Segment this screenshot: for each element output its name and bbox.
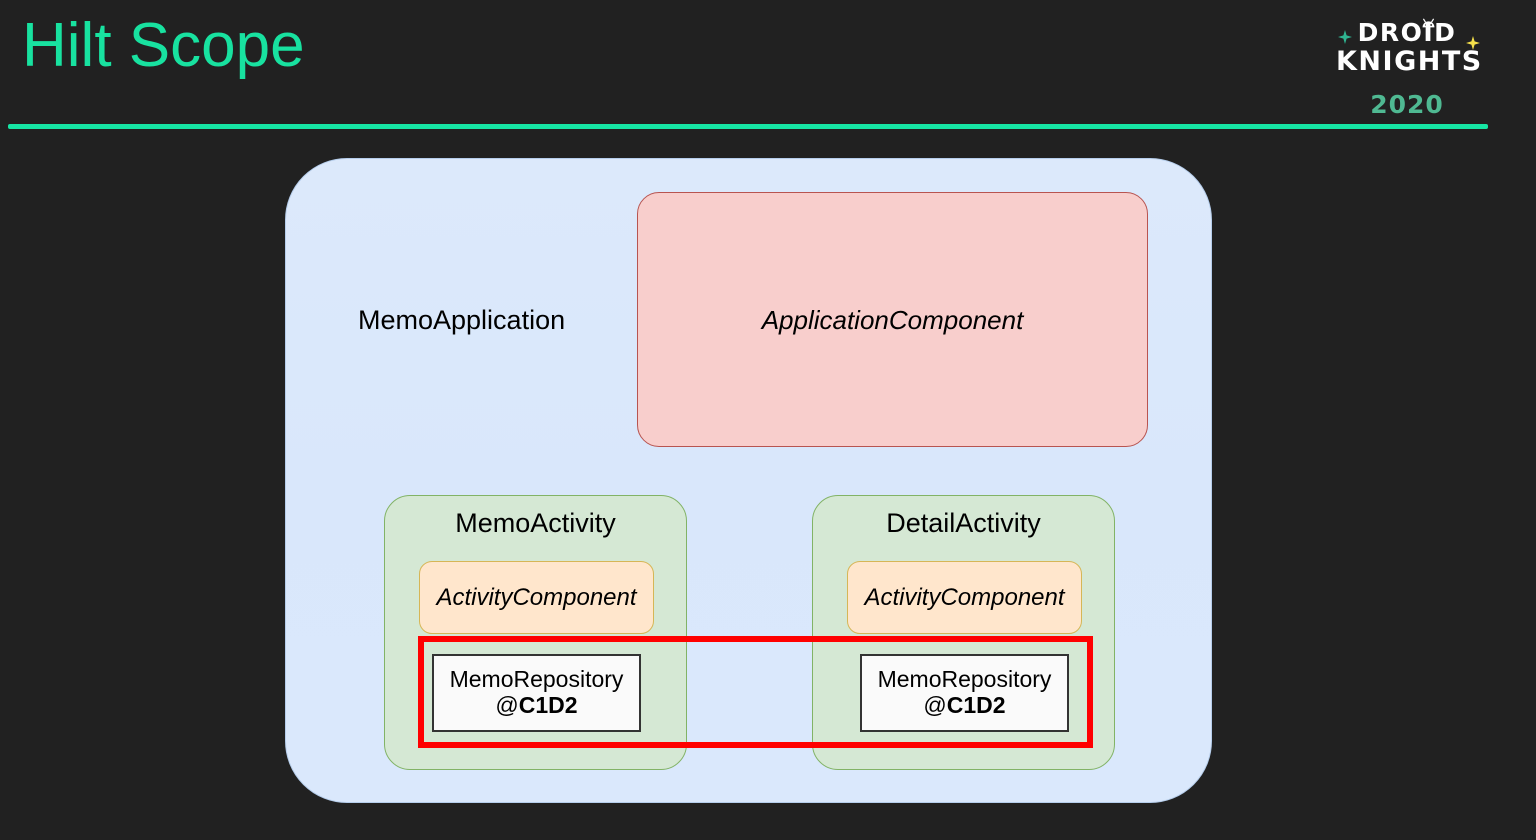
memo-repository-name-detail: MemoRepository: [877, 666, 1052, 693]
logo-text-droid: DROID: [1357, 18, 1457, 47]
android-head-icon: [1420, 18, 1437, 35]
scope-prefix-memo: @: [495, 692, 519, 718]
activity-component-box-detail: ActivityComponent: [847, 561, 1082, 634]
activity-component-label-detail: ActivityComponent: [864, 583, 1065, 611]
detail-activity-title: DetailActivity: [886, 508, 1041, 538]
page-title: Hilt Scope: [22, 11, 305, 80]
droid-knights-logo: DROID KNIGHTS 2020: [1322, 14, 1492, 119]
sparkle-icon-left: [1338, 30, 1352, 44]
scope-value-memo: C1D2: [518, 692, 578, 718]
memo-repository-box-detail: MemoRepository @C1D2: [860, 654, 1069, 732]
sparkle-icon-right: [1466, 36, 1480, 50]
detail-activity-container: DetailActivity ActivityComponent MemoRep…: [812, 495, 1115, 770]
activity-component-label-memo: ActivityComponent: [436, 583, 637, 611]
memo-repository-scope-memo: @C1D2: [495, 692, 578, 719]
memo-application-label: MemoApplication: [358, 305, 566, 335]
title-divider: [8, 124, 1488, 129]
logo-year: 2020: [1370, 90, 1444, 119]
memo-activity-title: MemoActivity: [455, 508, 616, 538]
memo-repository-box-memo: MemoRepository @C1D2: [432, 654, 641, 732]
application-component-label: ApplicationComponent: [761, 305, 1024, 335]
memo-repository-name-memo: MemoRepository: [449, 666, 624, 693]
scope-value-detail: C1D2: [946, 692, 1006, 718]
activity-component-box-memo: ActivityComponent: [419, 561, 654, 634]
logo-text-knights: KNIGHTS: [1336, 46, 1483, 77]
application-component-box: ApplicationComponent: [637, 192, 1148, 447]
scope-prefix-detail: @: [923, 692, 947, 718]
memo-activity-container: MemoActivity ActivityComponent MemoRepos…: [384, 495, 687, 770]
logo-badge: DROID KNIGHTS: [1336, 14, 1483, 82]
memo-repository-scope-detail: @C1D2: [923, 692, 1006, 719]
